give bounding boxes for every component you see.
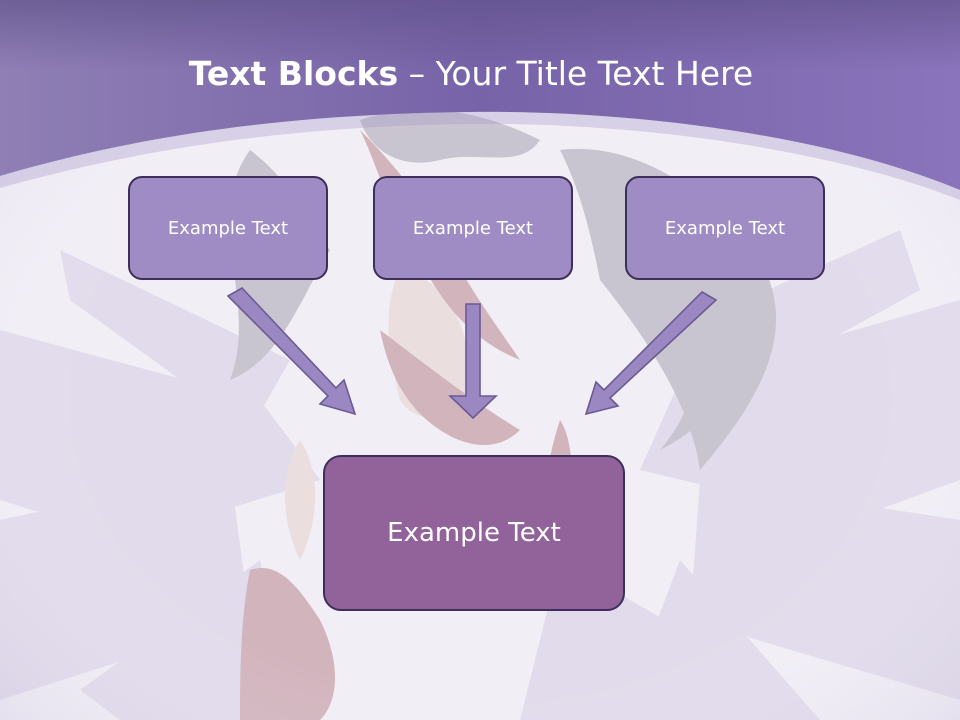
text-block-3-label: Example Text [664,217,786,239]
arrow-center [448,303,498,420]
title-bold: Text Blocks [188,54,399,93]
text-block-3[interactable]: Example Text [625,176,825,280]
arrow-left [226,286,357,416]
slide-title: Text Blocks – Your Title Text Here [0,54,942,93]
text-block-2[interactable]: Example Text [373,176,573,280]
arrow-right [584,291,718,416]
title-rest: Your Title Text Here [435,54,754,93]
text-block-1-label: Example Text [167,217,289,239]
title-dash: – [398,54,436,93]
text-block-2-label: Example Text [412,217,534,239]
text-block-1[interactable]: Example Text [128,176,328,280]
target-text-block[interactable]: Example Text [323,455,625,611]
target-text-block-label: Example Text [387,518,561,548]
